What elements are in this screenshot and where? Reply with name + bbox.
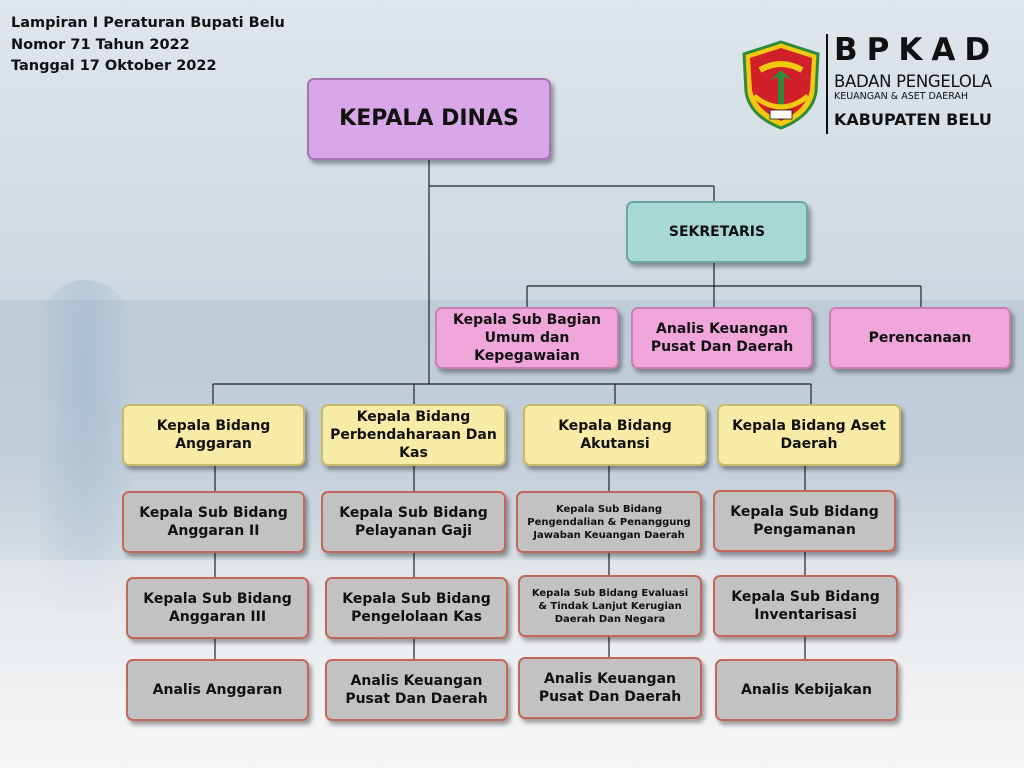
box-kepala-dinas: KEPALA DINAS — [307, 78, 551, 160]
reference-line-3: Tanggal 17 Oktober 2022 — [11, 58, 217, 74]
box-analis-keuangan-sekretariat: Analis Keuangan Pusat Dan Daerah — [631, 307, 813, 369]
box-subbid-pengelolaan-kas: Kepala Sub Bidang Pengelolaan Kas — [325, 577, 508, 639]
box-bidang-anggaran: Kepala Bidang Anggaran — [122, 404, 305, 466]
background-statue — [40, 280, 130, 610]
box-analis-kebijakan: Analis Kebijakan — [715, 659, 898, 721]
kabupaten-belu-emblem-icon — [742, 40, 820, 130]
box-sekretaris: SEKRETARIS — [626, 201, 808, 263]
box-perencanaan: Perencanaan — [829, 307, 1011, 369]
box-subbid-evaluasi-tindak-lanjut: Kepala Sub Bidang Evaluasi & Tindak Lanj… — [518, 575, 702, 637]
logo-agency-subname: KEUANGAN & ASET DAERAH — [834, 91, 969, 102]
box-subbid-anggaran-2: Kepala Sub Bidang Anggaran II — [122, 491, 305, 553]
box-analis-keuangan-perbendaharaan: Analis Keuangan Pusat Dan Daerah — [325, 659, 508, 721]
document-reference: Lampiran I Peraturan Bupati Belu Nomor 7… — [11, 13, 285, 78]
box-bidang-akutansi: Kepala Bidang Akutansi — [523, 404, 707, 466]
logo-title: BPKAD — [834, 32, 1000, 68]
box-subbid-pelayanan-gaji: Kepala Sub Bidang Pelayanan Gaji — [321, 491, 506, 553]
box-bidang-perbendaharaan-kas: Kepala Bidang Perbendaharaan Dan Kas — [321, 404, 506, 466]
box-analis-keuangan-akutansi: Analis Keuangan Pusat Dan Daerah — [518, 657, 702, 719]
reference-line-1: Lampiran I Peraturan Bupati Belu — [11, 15, 285, 31]
box-subbid-anggaran-3: Kepala Sub Bidang Anggaran III — [126, 577, 309, 639]
box-analis-anggaran: Analis Anggaran — [126, 659, 309, 721]
box-subbag-umum-kepegawaian: Kepala Sub Bagian Umum dan Kepegawaian — [435, 307, 619, 369]
bpkad-logo: BPKAD BADAN PENGELOLA KEUANGAN & ASET DA… — [740, 32, 1010, 134]
logo-regency: KABUPATEN BELU — [834, 110, 992, 129]
box-subbid-pengamanan: Kepala Sub Bidang Pengamanan — [713, 490, 896, 552]
box-subbid-pengendalian-pertanggungjawaban: Kepala Sub Bidang Pengendalian & Penangg… — [516, 491, 702, 553]
logo-divider — [826, 34, 828, 134]
logo-agency-name: BADAN PENGELOLA — [834, 72, 992, 91]
box-bidang-aset-daerah: Kepala Bidang Aset Daerah — [717, 404, 901, 466]
reference-line-2: Nomor 71 Tahun 2022 — [11, 36, 190, 53]
box-subbid-inventarisasi: Kepala Sub Bidang Inventarisasi — [713, 575, 898, 637]
